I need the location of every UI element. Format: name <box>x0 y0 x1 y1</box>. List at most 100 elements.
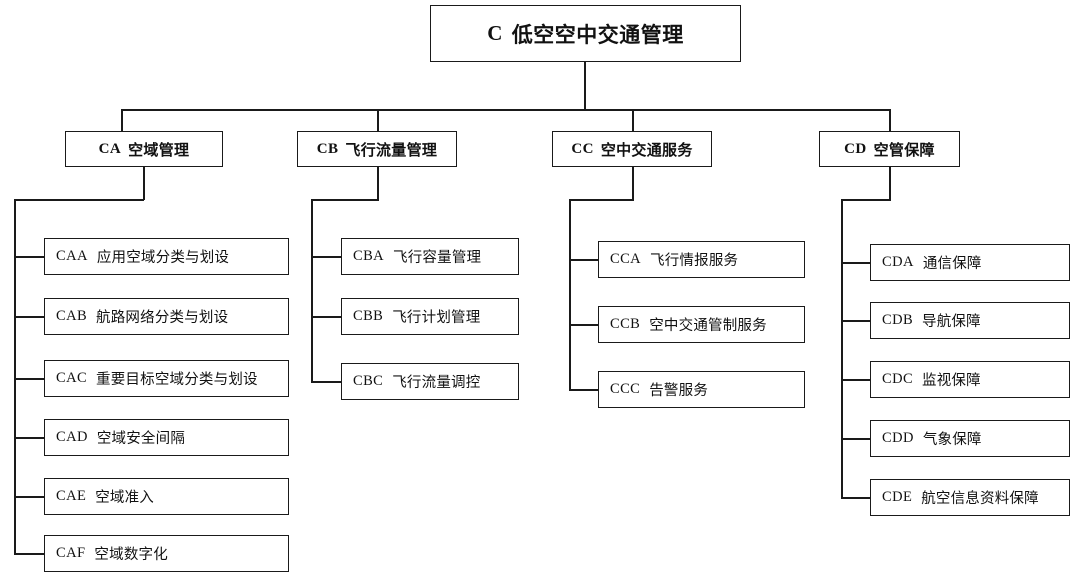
leaf-node-cda-code: CDA <box>882 254 914 270</box>
stub-cdb <box>841 320 872 322</box>
leaf-node-caa-code: CAA <box>56 248 88 264</box>
stub-cbb <box>311 316 342 318</box>
branch-node-cc-label: 空中交通服务 <box>600 142 693 159</box>
leaf-node-cdb-label: 导航保障 <box>922 314 981 330</box>
leaf-node-ccc[interactable]: CCC 告警服务 <box>598 371 805 408</box>
branch-drop-ca <box>121 109 123 131</box>
leaf-node-cad-label: 空域安全间隔 <box>96 431 186 447</box>
leaf-node-cda-label: 通信保障 <box>922 256 982 272</box>
leaf-node-cde-label: 航空信息资料保障 <box>921 491 1039 507</box>
leaf-node-cad-code: CAD <box>56 429 88 445</box>
leaf-node-cbc-label: 飞行流量调控 <box>392 375 481 391</box>
stub-cde <box>841 497 872 499</box>
stub-cab <box>14 316 45 318</box>
branch-cb-spine <box>311 199 313 383</box>
branch-cd-underdrop <box>889 167 891 200</box>
leaf-node-cab-label: 航路网络分类与划设 <box>96 310 229 326</box>
leaf-node-cac-label: 重要目标空域分类与划设 <box>96 372 258 388</box>
stub-cad <box>14 437 45 439</box>
branch-cd-spine <box>841 199 843 499</box>
leaf-node-ccc-code: CCC <box>610 381 641 397</box>
leaf-node-cac[interactable]: CAC 重要目标空域分类与划设 <box>44 360 289 397</box>
leaf-node-cbb-code: CBB <box>353 308 384 324</box>
root-node[interactable]: C 低空空中交通管理 <box>430 5 741 62</box>
branch-drop-cc <box>632 109 634 131</box>
leaf-node-cab-code: CAB <box>56 308 88 324</box>
leaf-node-cbb-label: 飞行计划管理 <box>392 310 481 326</box>
branch-node-ca-code: CA <box>98 140 122 157</box>
stub-caf <box>14 553 45 555</box>
leaf-node-cde-code: CDE <box>882 489 913 505</box>
branch-cb-elbow <box>311 199 379 201</box>
branch-drop-cd <box>889 109 891 131</box>
leaf-node-cca-label: 飞行情报服务 <box>650 253 739 269</box>
leaf-node-ccb-label: 空中交通管制服务 <box>649 318 767 334</box>
stub-cda <box>841 262 872 264</box>
leaf-node-caf-label: 空域数字化 <box>94 547 168 563</box>
branch-cc-spine <box>569 199 571 391</box>
root-node-label: 低空空中交通管理 <box>511 22 684 47</box>
leaf-node-cdc[interactable]: CDC 监视保障 <box>870 361 1070 398</box>
stub-cba <box>311 256 342 258</box>
branch-node-ca[interactable]: CA 空域管理 <box>65 131 223 167</box>
leaf-node-caa-label: 应用空域分类与划设 <box>96 250 230 266</box>
leaf-node-cbc[interactable]: CBC 飞行流量调控 <box>341 363 519 400</box>
level2-bus <box>122 109 891 111</box>
branch-node-cb-label: 飞行流量管理 <box>345 142 438 159</box>
branch-node-cd[interactable]: CD 空管保障 <box>819 131 960 167</box>
branch-node-ca-label: 空域管理 <box>128 142 190 159</box>
stub-cac <box>14 378 45 380</box>
branch-node-cd-label: 空管保障 <box>873 142 935 159</box>
branch-node-cd-code: CD <box>844 140 867 157</box>
leaf-node-cad[interactable]: CAD 空域安全间隔 <box>44 419 289 456</box>
leaf-node-cdc-label: 监视保障 <box>922 373 981 389</box>
branch-ca-underdrop <box>143 167 145 200</box>
leaf-node-cdb[interactable]: CDB 导航保障 <box>870 302 1070 339</box>
stub-ccc <box>569 389 600 391</box>
leaf-node-cae[interactable]: CAE 空域准入 <box>44 478 289 515</box>
leaf-node-cba[interactable]: CBA 飞行容量管理 <box>341 238 519 275</box>
leaf-node-cdd-code: CDD <box>882 430 914 446</box>
leaf-node-cbb[interactable]: CBB 飞行计划管理 <box>341 298 519 335</box>
stub-cdc <box>841 379 872 381</box>
root-node-code: C <box>487 21 503 45</box>
leaf-node-cca-code: CCA <box>610 251 642 267</box>
branch-cc-underdrop <box>632 167 634 200</box>
leaf-node-ccb-code: CCB <box>610 316 641 332</box>
leaf-node-cdd-label: 气象保障 <box>922 432 982 448</box>
leaf-node-caf[interactable]: CAF 空域数字化 <box>44 535 289 572</box>
leaf-node-cde[interactable]: CDE 航空信息资料保障 <box>870 479 1070 516</box>
leaf-node-cac-code: CAC <box>56 370 88 386</box>
root-descender <box>584 62 586 111</box>
leaf-node-cbc-code: CBC <box>353 373 384 389</box>
branch-node-cb[interactable]: CB 飞行流量管理 <box>297 131 457 167</box>
stub-cdd <box>841 438 872 440</box>
leaf-node-cdb-code: CDB <box>882 312 914 328</box>
branch-ca-elbow <box>14 199 144 201</box>
branch-drop-cb <box>377 109 379 131</box>
stub-caa <box>14 256 45 258</box>
branch-cc-elbow <box>569 199 634 201</box>
branch-node-cb-code: CB <box>316 140 339 157</box>
branch-node-cc-code: CC <box>571 140 594 157</box>
leaf-node-cdc-code: CDC <box>882 371 914 387</box>
branch-cb-underdrop <box>377 167 379 200</box>
stub-cae <box>14 496 45 498</box>
branch-node-cc[interactable]: CC 空中交通服务 <box>552 131 712 167</box>
leaf-node-ccb[interactable]: CCB 空中交通管制服务 <box>598 306 805 343</box>
leaf-node-cda[interactable]: CDA 通信保障 <box>870 244 1070 281</box>
branch-cd-elbow <box>841 199 891 201</box>
leaf-node-cae-label: 空域准入 <box>95 490 155 506</box>
leaf-node-cca[interactable]: CCA 飞行情报服务 <box>598 241 805 278</box>
leaf-node-cae-code: CAE <box>56 488 87 504</box>
leaf-node-caf-code: CAF <box>56 545 86 561</box>
stub-ccb <box>569 324 600 326</box>
leaf-node-cba-label: 飞行容量管理 <box>393 250 482 266</box>
stub-cbc <box>311 381 342 383</box>
leaf-node-caa[interactable]: CAA 应用空域分类与划设 <box>44 238 289 275</box>
branch-ca-spine <box>14 199 16 555</box>
stub-cca <box>569 259 600 261</box>
leaf-node-cdd[interactable]: CDD 气象保障 <box>870 420 1070 457</box>
leaf-node-cab[interactable]: CAB 航路网络分类与划设 <box>44 298 289 335</box>
